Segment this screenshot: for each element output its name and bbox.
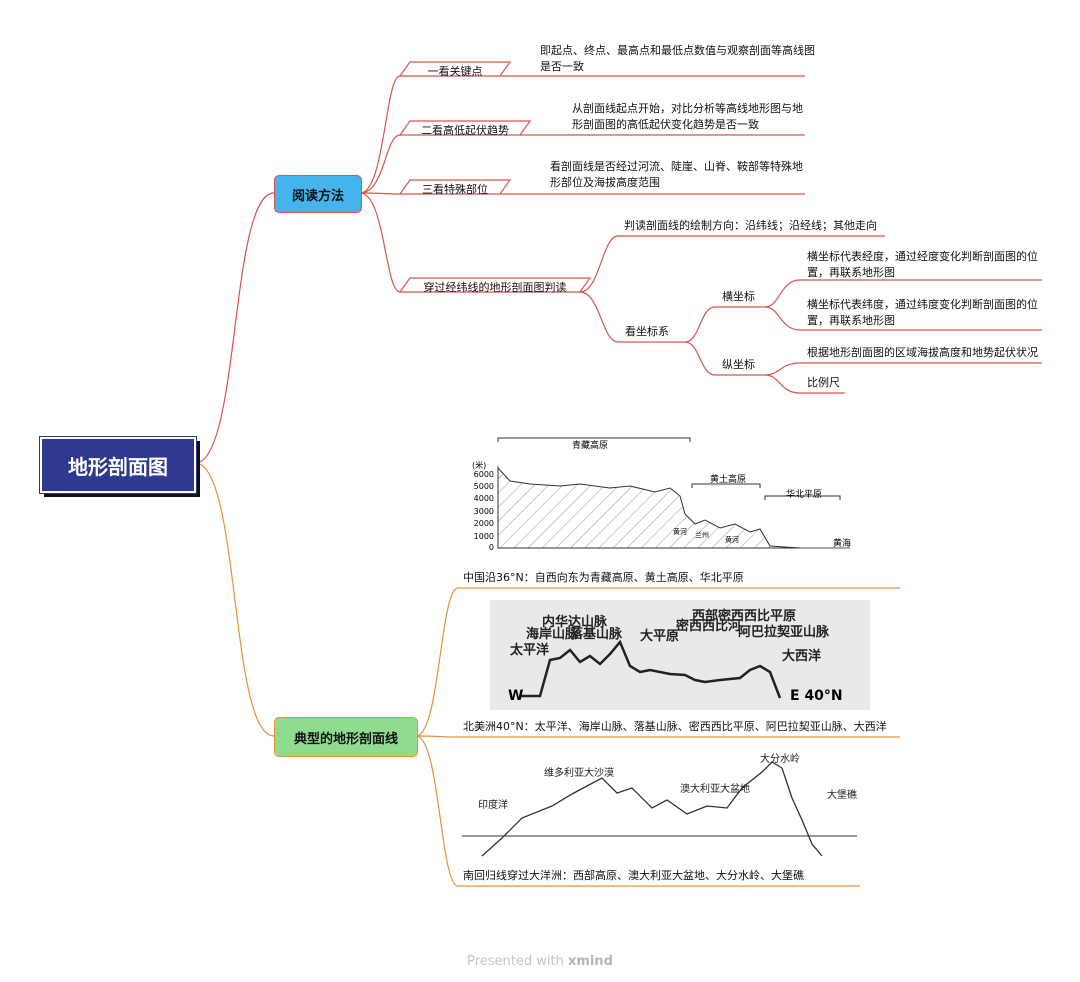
svg-text:大分水岭: 大分水岭 bbox=[760, 752, 800, 765]
presented-with-footer: Presented with xmind bbox=[0, 954, 1080, 969]
svg-text:阿巴拉契亚山脉: 阿巴拉契亚山脉 bbox=[738, 624, 830, 640]
australia-tropic-profile-image: 印度洋 维多利亚大沙漠 澳大利亚大盆地 大分水岭 大堡礁 bbox=[462, 752, 857, 857]
node-vertical-axis[interactable]: 纵坐标 bbox=[722, 358, 755, 371]
note-horizontal-longitude: 横坐标代表经度，通过经度变化判断剖面图的位置，再联系地形图 bbox=[807, 250, 1038, 279]
svg-text:3000: 3000 bbox=[474, 507, 494, 516]
svg-text:黄河: 黄河 bbox=[725, 535, 739, 544]
node-coordinate-system[interactable]: 看坐标系 bbox=[625, 325, 669, 338]
svg-text:1000: 1000 bbox=[474, 532, 494, 541]
svg-text:0: 0 bbox=[489, 543, 494, 552]
svg-text:密西西比河: 密西西比河 bbox=[675, 618, 741, 634]
caption-australia-tropic: 南回归线穿过大洋洲：西部高原、澳大利亚大盆地、大分水岭、大堡礁 bbox=[463, 869, 804, 882]
svg-text:4000: 4000 bbox=[474, 494, 494, 503]
xmind-logo: xmind bbox=[567, 954, 613, 969]
branch-reading-methods[interactable]: 阅读方法 bbox=[274, 175, 362, 213]
svg-text:5000: 5000 bbox=[474, 482, 494, 491]
svg-text:落基山脉: 落基山脉 bbox=[570, 626, 623, 642]
label-huabei: 华北平原 bbox=[786, 488, 822, 500]
svg-text:澳大利亚大盆地: 澳大利亚大盆地 bbox=[680, 782, 750, 795]
branch-typical-profiles[interactable]: 典型的地形剖面线 bbox=[274, 717, 418, 757]
svg-text:E 40°N: E 40°N bbox=[790, 688, 843, 704]
svg-text:6000: 6000 bbox=[474, 470, 494, 479]
node-direction[interactable]: 判读剖面线的绘制方向：沿纬线；沿经线；其他走向 bbox=[624, 219, 877, 232]
node-horizontal-axis[interactable]: 横坐标 bbox=[722, 290, 755, 303]
svg-text:内华达山脉: 内华达山脉 bbox=[542, 614, 608, 630]
svg-text:海岸山脉: 海岸山脉 bbox=[526, 626, 579, 642]
svg-text:大平原: 大平原 bbox=[640, 628, 679, 644]
svg-text:黄海: 黄海 bbox=[833, 537, 851, 549]
footer-prefix: Presented with bbox=[467, 954, 568, 969]
label-qingzang: 青藏高原 bbox=[572, 439, 608, 451]
note-vertical-elevation: 根据地形剖面图的区域海拔高度和地势起伏状况 bbox=[807, 346, 1038, 359]
svg-text:兰州: 兰州 bbox=[695, 530, 709, 539]
north-america-40n-profile-image: 太平洋 海岸山脉 内华达山脉 落基山脉 大平原 密西西比河 西部密西西比平原 阿… bbox=[490, 600, 870, 710]
note-scale: 比例尺 bbox=[807, 376, 840, 389]
caption-north-america-40n: 北美洲40°N：太平洋、海岸山脉、落基山脉、密西西比平原、阿巴拉契亚山脉、大西洋 bbox=[463, 720, 887, 733]
caption-china-36n: 中国沿36°N：自西向东为青藏高原、黄土高原、华北平原 bbox=[463, 571, 744, 584]
node-crossing-profile[interactable]: 穿过经纬线的地形剖面图判读 bbox=[423, 281, 567, 294]
svg-text:西部密西西比平原: 西部密西西比平原 bbox=[692, 608, 796, 624]
note-special-parts: 看剖面线是否经过河流、陡崖、山脊、鞍部等特殊地形部位及海拔高度范围 bbox=[550, 160, 803, 189]
node-key-points[interactable]: 一看关键点 bbox=[427, 65, 483, 78]
svg-text:2000: 2000 bbox=[474, 519, 494, 528]
svg-text:大堡礁: 大堡礁 bbox=[827, 788, 857, 801]
unit-label: (米) bbox=[472, 460, 486, 470]
note-key-points: 即起点、终点、最高点和最低点数值与观察剖面等高线图是否一致 bbox=[540, 44, 815, 73]
svg-text:印度洋: 印度洋 bbox=[478, 798, 508, 811]
note-trend: 从剖面线起点开始，对比分析等高线地形图与地形剖面图的高低起伏变化趋势是否一致 bbox=[572, 102, 803, 131]
node-trend[interactable]: 二看高低起伏趋势 bbox=[421, 124, 509, 137]
svg-text:W: W bbox=[508, 688, 523, 704]
svg-text:大西洋: 大西洋 bbox=[782, 648, 821, 664]
svg-text:维多利亚大沙漠: 维多利亚大沙漠 bbox=[544, 766, 614, 779]
node-special-parts[interactable]: 三看特殊部位 bbox=[422, 183, 488, 196]
china-36n-profile-image: (米) 6000 5000 4000 3000 2000 1000 0 青藏高原… bbox=[472, 437, 851, 552]
svg-text:黄河: 黄河 bbox=[673, 527, 687, 536]
central-topic[interactable]: 地形剖面图 bbox=[39, 436, 197, 494]
svg-text:太平洋: 太平洋 bbox=[509, 642, 549, 658]
label-huangtu: 黄土高原 bbox=[710, 473, 746, 485]
note-horizontal-latitude: 横坐标代表纬度，通过纬度变化判断剖面图的位置，再联系地形图 bbox=[807, 298, 1038, 327]
